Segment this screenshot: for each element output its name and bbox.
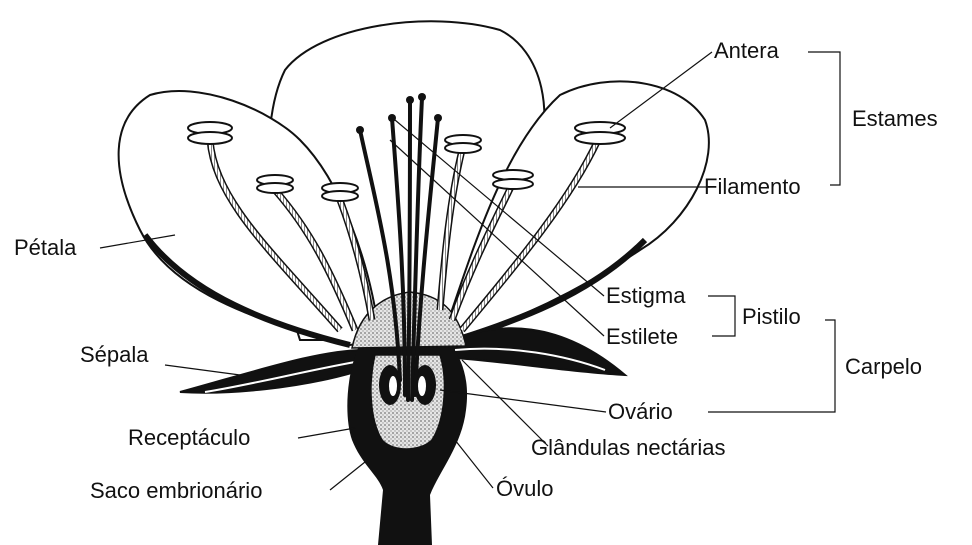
label-ovario: Ovário	[608, 401, 673, 423]
label-estames: Estames	[852, 108, 938, 130]
label-sepala: Sépala	[80, 344, 149, 366]
ovule-right-hl	[418, 376, 426, 396]
label-receptaculo: Receptáculo	[128, 427, 250, 449]
label-ovulo: Óvulo	[496, 478, 553, 500]
sepal-left	[180, 350, 365, 393]
label-estilete: Estilete	[606, 326, 678, 348]
label-glandulas: Glândulas nectárias	[531, 437, 725, 459]
label-petala: Pétala	[14, 237, 76, 259]
label-estigma: Estigma	[606, 285, 685, 307]
label-filamento: Filamento	[704, 176, 801, 198]
label-pistilo: Pistilo	[742, 306, 801, 328]
ovule-left-hl	[389, 376, 397, 396]
label-saco: Saco embrionário	[90, 480, 262, 502]
label-antera: Antera	[714, 40, 779, 62]
label-carpelo: Carpelo	[845, 356, 922, 378]
